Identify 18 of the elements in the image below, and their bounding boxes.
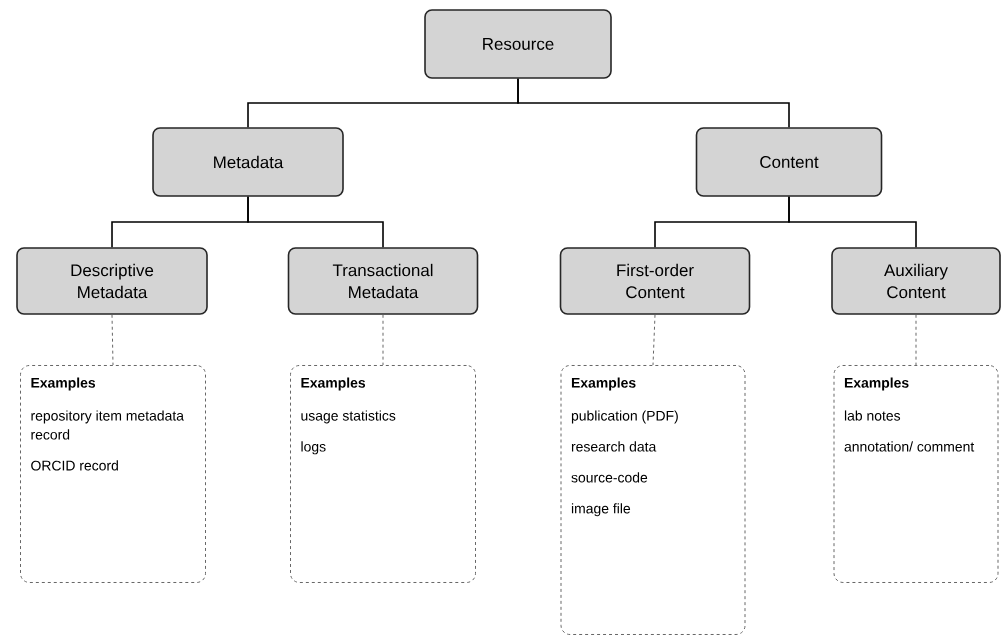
examples-box: Examples lab notes annotation/ comment xyxy=(833,365,999,583)
dashed-line xyxy=(915,314,917,366)
tree-connector xyxy=(517,78,790,128)
category-box: Resource xyxy=(424,9,612,79)
dashed-line xyxy=(111,314,114,366)
dashed-line xyxy=(382,314,384,366)
examples-box: Examples repository item metadata record ORCID record xyxy=(20,365,206,583)
dashed-line xyxy=(652,314,656,366)
category-box: Transactional Metadata xyxy=(287,247,479,315)
category-box: Descriptive Metadata xyxy=(16,247,208,315)
tree-connector xyxy=(788,196,917,248)
examples-box: Examples usage statistics logs xyxy=(290,365,476,583)
category-box: First-order Content xyxy=(559,247,751,315)
category-box: Auxiliary Content xyxy=(831,247,1001,315)
examples-box: Examples publication (PDF) research data source-code image file xyxy=(560,365,746,635)
category-box: Content xyxy=(695,127,883,197)
category-box: Metadata xyxy=(152,127,344,197)
tree-connector xyxy=(247,196,384,248)
